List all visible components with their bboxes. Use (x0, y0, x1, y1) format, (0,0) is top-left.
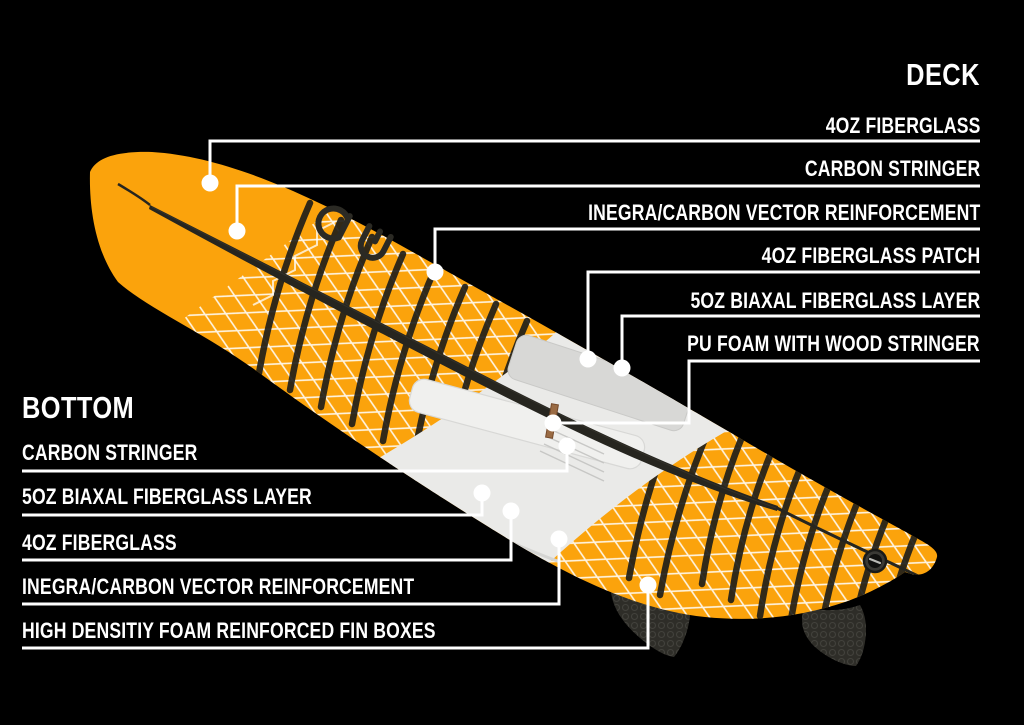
deck-label-carbon-stringer: CARBON STRINGER (804, 156, 980, 181)
callout-dot (426, 263, 444, 281)
bottom-label-5oz-biaxal-fiberglass-layer: 5OZ BIAXAL FIBERGLASS LAYER (22, 484, 312, 509)
deck-label-pu-foam-wood-stringer: PU FOAM WITH WOOD STRINGER (687, 331, 980, 356)
bottom-label-high-density-foam-fin-boxes: HIGH DENSITIY FOAM REINFORCED FIN BOXES (22, 618, 436, 643)
brand-logo-icon (315, 205, 394, 261)
leader-deck-3 (586, 270, 980, 359)
deck-label-inegra-carbon-vector-reinforcement: INEGRA/CARBON VECTOR REINFORCEMENT (587, 200, 980, 225)
callout-dot (544, 414, 562, 432)
bottom-label-carbon-stringer: CARBON STRINGER (22, 440, 198, 465)
leader-deck-2 (433, 227, 980, 272)
callout-dot (579, 350, 597, 368)
bottom-label-inegra-carbon-vector-reinforcement: INEGRA/CARBON VECTOR REINFORCEMENT (22, 574, 415, 599)
finbox-ladder-lines (539, 429, 605, 482)
leash-plug (862, 548, 888, 574)
callout-dot (639, 576, 657, 594)
callout-dot (228, 222, 246, 240)
leader-deck-4 (620, 314, 980, 368)
callout-dot (201, 174, 219, 192)
callout-dot (558, 437, 576, 455)
deck-title: DECK (906, 57, 980, 92)
leader-bottom-3 (22, 539, 561, 606)
deck-label-5oz-biaxal-fiberglass-layer: 5OZ BIAXAL FIBERGLASS LAYER (690, 288, 980, 313)
laminate-steps (252, 221, 336, 306)
leader-deck-0 (208, 139, 980, 183)
stringer-nose-line (117, 182, 151, 206)
deck-label-4oz-fiberglass-patch: 4OZ FIBERGLASS PATCH (761, 243, 980, 268)
leader-deck-5 (553, 359, 980, 425)
bottom-label-4oz-fiberglass: 4OZ FIBERGLASS (22, 530, 177, 555)
leader-deck-1 (235, 184, 980, 231)
stringer-tail-line (776, 506, 919, 578)
deck-label-4oz-fiberglass: 4OZ FIBERGLASS (825, 113, 980, 138)
callout-dot (613, 359, 631, 377)
leader-bottom-4 (22, 585, 650, 650)
callout-dot (473, 484, 491, 502)
bottom-title: BOTTOM (22, 390, 135, 425)
stringer-texture (151, 206, 777, 509)
leader-lines (22, 139, 980, 650)
callout-dot (502, 502, 520, 520)
callout-dot (550, 530, 568, 548)
leader-bottom-2 (22, 511, 513, 562)
